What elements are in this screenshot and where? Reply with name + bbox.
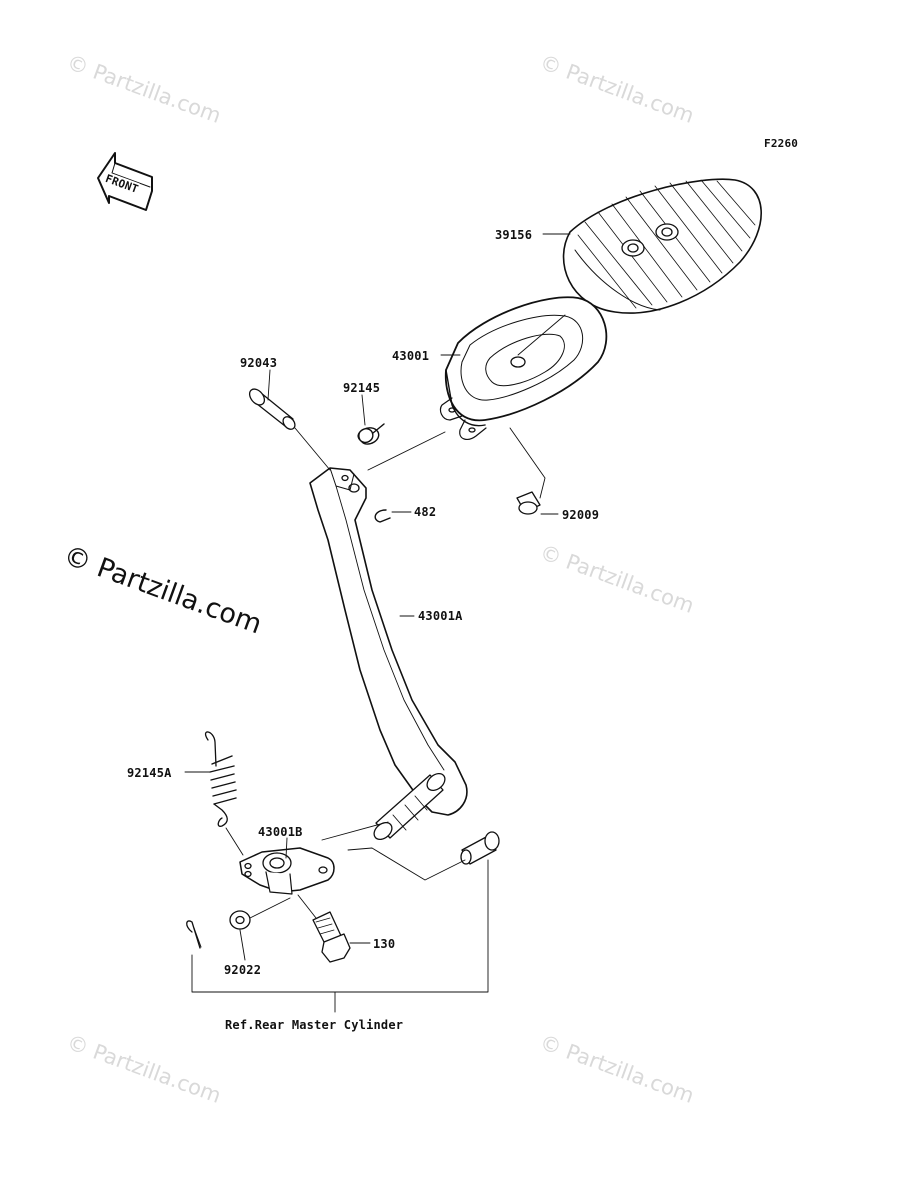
part-label-39156[interactable]: 39156 — [495, 228, 533, 242]
clevis-pin — [460, 831, 500, 865]
washer-92022 — [229, 910, 251, 930]
part-label-482[interactable]: 482 — [414, 505, 437, 519]
bolt-130 — [312, 911, 351, 963]
brake-lever-43001A — [309, 467, 468, 841]
brake-arm-43001B — [239, 847, 335, 895]
screw-92009 — [516, 491, 541, 515]
part-label-92022[interactable]: 92022 — [224, 963, 262, 977]
cotter-pin — [186, 920, 202, 949]
part-label-92043[interactable]: 92043 — [240, 356, 278, 370]
return-spring-92145 — [357, 423, 385, 445]
pedal-pad-43001 — [439, 296, 608, 440]
part-label-92145A[interactable]: 92145A — [127, 766, 172, 780]
part-label-130[interactable]: 130 — [373, 937, 396, 951]
leader-lines — [184, 233, 571, 1013]
part-label-43001[interactable]: 43001 — [392, 349, 430, 363]
diagram-code: F2260 — [764, 137, 799, 150]
return-spring-92145A — [204, 731, 237, 827]
part-label-43001A[interactable]: 43001A — [418, 609, 463, 623]
part-label-43001B[interactable]: 43001B — [258, 825, 303, 839]
clip-482 — [374, 509, 391, 523]
part-label-92145[interactable]: 92145 — [343, 381, 381, 395]
part-label-92009[interactable]: 92009 — [562, 508, 600, 522]
reference-note: Ref.Rear Master Cylinder — [225, 1018, 404, 1032]
pivot-pin-92043 — [248, 388, 296, 430]
foot-pad-rubber-39156 — [562, 178, 762, 314]
